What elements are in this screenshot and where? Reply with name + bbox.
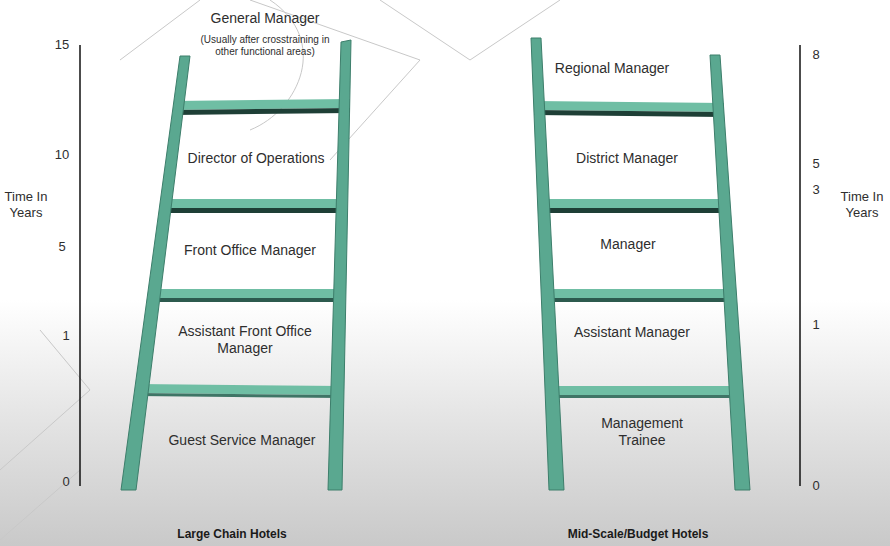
left-ladder [121, 40, 351, 490]
axis-number: 10 [47, 147, 77, 163]
ladder-rail [328, 40, 351, 490]
role-label: Regional Manager [552, 60, 672, 77]
ladder-caption: Mid-Scale/Budget Hotels [528, 527, 748, 541]
axis-number: 1 [806, 317, 826, 333]
role-label: Guest Service Manager [167, 432, 317, 449]
role-label: District Manager [567, 150, 687, 167]
ladder-rail [531, 38, 564, 490]
watermark-lines [0, 0, 560, 540]
ladder-rungs [534, 101, 740, 398]
axis-number: 3 [806, 182, 826, 198]
role-label: Management Trainee [582, 415, 702, 449]
ladder-rail [121, 56, 190, 490]
axis-title: Time In Years [4, 189, 48, 220]
ladder-rail [710, 55, 750, 490]
axis-number: 5 [806, 156, 826, 172]
role-label: Manager [568, 236, 688, 253]
role-label: Director of Operations [181, 150, 331, 167]
axis-title: Time In Years [840, 189, 884, 220]
role-label: Assistant Front Office Manager [170, 323, 320, 357]
axis-number: 5 [47, 239, 77, 255]
axis-number: 0 [806, 478, 826, 494]
ladder-caption: Large Chain Hotels [132, 527, 332, 541]
axis-number: 1 [56, 328, 76, 344]
right-ladder [531, 38, 750, 490]
time-axis [80, 45, 800, 486]
role-label: General Manager [165, 10, 365, 27]
role-label: Front Office Manager [175, 242, 325, 259]
axis-number: 15 [47, 37, 77, 53]
axis-number: 0 [56, 474, 76, 490]
axis-number: 8 [806, 47, 826, 63]
role-label: Assistant Manager [572, 324, 692, 341]
role-note: (Usually after crosstraining in other fu… [195, 34, 335, 58]
